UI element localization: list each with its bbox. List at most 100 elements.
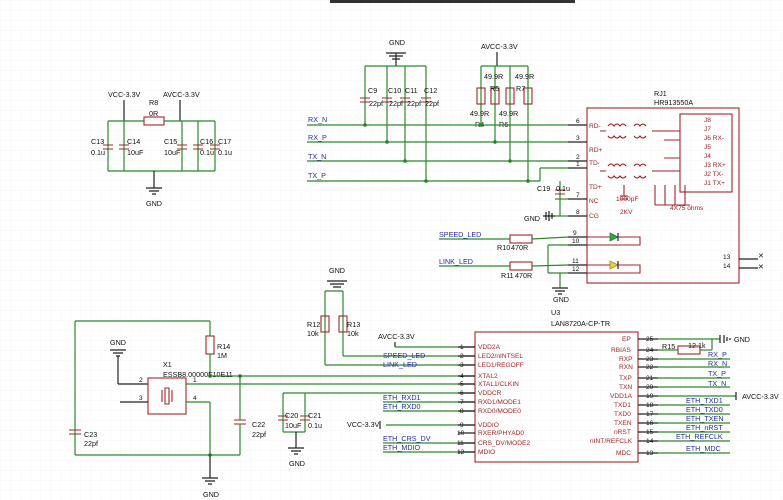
net-eth-mdio[interactable]: ETH_MDIO <box>383 443 421 452</box>
c20-value: 10uF <box>285 421 302 430</box>
c22-value: 22pf <box>252 430 266 439</box>
svg-text:J1 TX+: J1 TX+ <box>704 180 725 187</box>
gnd-label-u3: GND <box>734 335 750 344</box>
net-rxn[interactable]: RX_N <box>708 359 727 368</box>
c10-ref: C10 <box>388 86 401 95</box>
svg-text:1: 1 <box>576 161 580 168</box>
net-link-led-u3[interactable]: LINK_LED <box>383 360 417 369</box>
r12-value: 10k <box>307 329 319 338</box>
gnd-label: GND <box>110 338 126 347</box>
net-rxp[interactable]: RX_P <box>708 350 727 359</box>
net-eth-rxd0[interactable]: ETH_RXD0 <box>383 402 421 411</box>
c17-value: 0.1u <box>218 148 232 157</box>
c14-ref: C14 <box>127 137 140 146</box>
svg-text:TXD0: TXD0 <box>614 411 631 418</box>
svg-text:12: 12 <box>572 266 580 273</box>
net-speed-led[interactable]: SPEED_LED <box>439 230 481 239</box>
c9-value: 22pf <box>369 99 383 108</box>
svg-text:LED2/nINTSEL: LED2/nINTSEL <box>478 353 523 360</box>
pullup-resistors[interactable]: GND R12 10k R13 10k SPEED_LED LINK_LED A… <box>307 266 475 369</box>
svg-text:6: 6 <box>576 118 580 125</box>
r7-ref: R7 <box>516 84 525 93</box>
net-speed-led-u3[interactable]: SPEED_LED <box>383 351 425 360</box>
svg-text:J3 RX+: J3 RX+ <box>704 162 726 169</box>
decoupling-caps[interactable]: C20 10uF C21 0.1u GND VCC-3.3V <box>278 392 475 468</box>
r5-ref: R5 <box>490 84 499 93</box>
c14-value: 10uF <box>127 148 144 157</box>
differential-nets[interactable]: RX_N RX_P TX_N TX_P <box>307 115 568 182</box>
svg-text:2: 2 <box>139 377 143 384</box>
svg-text:J7: J7 <box>704 126 711 133</box>
c12-ref: C12 <box>424 86 437 95</box>
termination-caps[interactable]: GND C9 22pf C10 22pf C11 22pf C12 22pf <box>360 38 439 183</box>
svg-text:9: 9 <box>573 230 577 237</box>
svg-text:RXP: RXP <box>619 356 633 363</box>
net-eth-refclk[interactable]: ETH_REFCLK <box>676 432 723 441</box>
c21-value: 0.1u <box>308 421 322 430</box>
gnd-label: GND <box>329 266 345 275</box>
svg-text:13: 13 <box>723 254 731 261</box>
r4-value-top: 49.9R <box>484 72 503 81</box>
svg-text:XTAL2: XTAL2 <box>478 373 498 380</box>
c17-ref: C17 <box>218 137 231 146</box>
svg-text:4: 4 <box>193 395 197 402</box>
ground-symbol-icon <box>327 280 347 288</box>
svg-text:NC: NC <box>589 198 599 205</box>
avcc-label-vdd1a: AVCC-3.3V <box>742 392 779 401</box>
c10-value: 22pf <box>389 99 403 108</box>
svg-text:nINT/REFCLK: nINT/REFCLK <box>590 438 633 445</box>
rj1-leds <box>587 232 641 274</box>
c12-value: 22pf <box>425 99 439 108</box>
svg-text:RXER/PHYAD0: RXER/PHYAD0 <box>478 430 524 437</box>
net-eth-nrst[interactable]: ETH_nRST <box>686 423 723 432</box>
net-eth-rxd1[interactable]: ETH_RXD1 <box>383 393 421 402</box>
net-rx-n[interactable]: RX_N <box>308 115 327 124</box>
net-eth-txd1[interactable]: ETH_TXD1 <box>686 396 723 405</box>
power-filter-block[interactable]: VCC-3.3V AVCC-3.3V R8 0R C13 0.1u C14 10… <box>91 90 232 208</box>
c21-ref: C21 <box>308 411 321 420</box>
c11-value: 22pf <box>407 99 421 108</box>
svg-text:2: 2 <box>576 154 580 161</box>
svg-text:VDD2A: VDD2A <box>478 344 501 351</box>
u3-right-nets[interactable]: GND R15 12.1k RX_P RX_N TX_P TX_N AVCC-3… <box>658 335 779 454</box>
r8-ref: R8 <box>149 98 158 107</box>
net-eth-txd0[interactable]: ETH_TXD0 <box>686 405 723 414</box>
net-txn[interactable]: TX_N <box>708 379 726 388</box>
net-eth-mdc[interactable]: ETH_MDC <box>686 444 721 453</box>
svg-text:7: 7 <box>576 192 580 199</box>
r13-ref: R13 <box>347 320 360 329</box>
r12-ref: R12 <box>307 320 320 329</box>
r8-value: 0R <box>149 109 158 118</box>
net-tx-n[interactable]: TX_N <box>308 152 326 161</box>
net-eth-crs-dv[interactable]: ETH_CRS_DV <box>383 434 431 443</box>
ground-symbol-icon <box>723 335 731 343</box>
rj1-no-connect-13: ✕ <box>758 251 764 260</box>
crystal-block[interactable]: R14 1M GND 2 X1 ESSB8.00000F10E11 1 C22 … <box>69 320 475 499</box>
crystal-icon[interactable] <box>147 377 187 415</box>
r10-value: 470R <box>511 243 528 252</box>
r14-value: 1M <box>217 351 227 360</box>
net-link-led[interactable]: LINK_LED <box>439 257 473 266</box>
net-txp[interactable]: TX_P <box>708 369 726 378</box>
c19-capacitor[interactable]: C19 0.1u GND <box>524 181 570 223</box>
net-rx-p[interactable]: RX_P <box>308 133 327 142</box>
net-eth-txen[interactable]: ETH_TXEN <box>686 414 724 423</box>
rj1-no-connect-14: ✕ <box>758 262 764 271</box>
rj1-connector[interactable]: RJ1 HR913550A 6 3 2 1 7 8 9 10 11 12 13 … <box>568 89 764 284</box>
ground-symbol-icon <box>552 287 568 295</box>
c23-value: 22pf <box>84 439 98 448</box>
r11-ref: R11 <box>501 271 514 280</box>
x1-ref: X1 <box>163 360 172 369</box>
avcc-label-u3: AVCC-3.3V <box>378 332 415 341</box>
magnetics-icon <box>600 123 690 206</box>
svg-text:EP: EP <box>622 336 631 343</box>
net-tx-p[interactable]: TX_P <box>308 171 326 180</box>
gnd-label: GND <box>524 214 540 223</box>
filter-capacitors <box>103 144 220 150</box>
led-nets[interactable]: SPEED_LED LINK_LED R10 470R R11 470R GND <box>439 230 569 304</box>
c15-value: 10uF <box>164 148 181 157</box>
svg-text:3: 3 <box>139 395 143 402</box>
